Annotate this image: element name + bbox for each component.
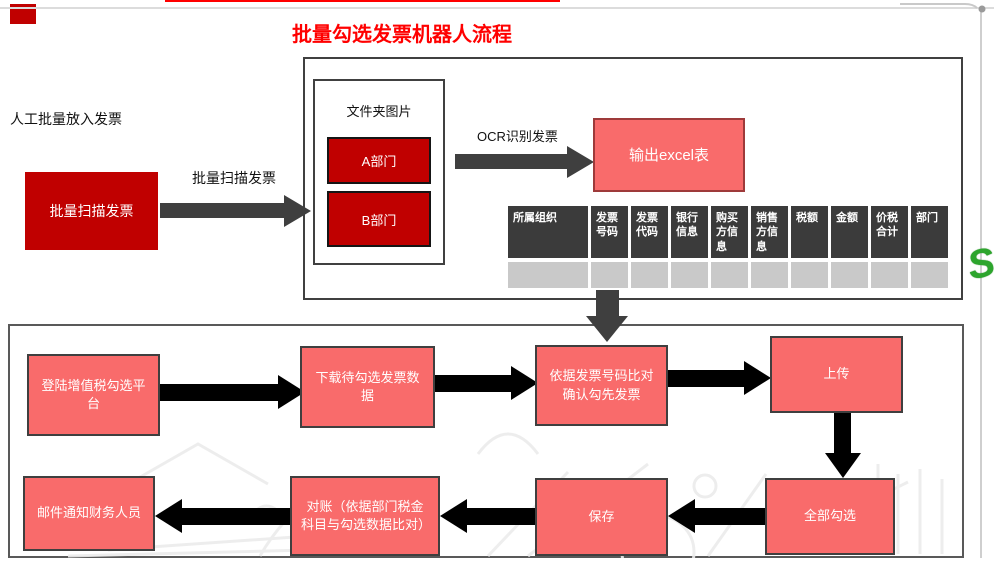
table-header-cell: 所属组织 bbox=[508, 206, 588, 258]
arrow-save-reconcile-shaft bbox=[466, 508, 535, 525]
scan-arrow-shaft bbox=[160, 203, 284, 218]
table-header-cell: 发票代码 bbox=[631, 206, 668, 258]
excel-output-box: 输出excel表 bbox=[593, 118, 745, 192]
flow-upload-box: 上传 bbox=[770, 336, 903, 413]
table-header-cell: 销售方信息 bbox=[751, 206, 788, 258]
arrow-compare-upload-shaft bbox=[668, 370, 744, 387]
table-header-cell: 金额 bbox=[831, 206, 868, 258]
table-header-cell: 税额 bbox=[791, 206, 828, 258]
section-down-arrow-shaft bbox=[596, 290, 619, 317]
ocr-arrow-head bbox=[567, 146, 594, 178]
top-left-red-chip bbox=[10, 4, 36, 24]
arrow-upload-selectall-head bbox=[825, 453, 861, 478]
table-header-cell: 价税合计 bbox=[871, 206, 908, 258]
table-empty-cell bbox=[508, 262, 588, 288]
flow-select-all-box: 全部勾选 bbox=[765, 478, 895, 555]
ocr-section-frame bbox=[303, 57, 963, 300]
page-title: 批量勾选发票机器人流程 bbox=[292, 24, 512, 46]
table-header-cell: 购买方信息 bbox=[711, 206, 748, 258]
workflow-section-frame bbox=[8, 324, 964, 558]
arrow-selectall-save-head bbox=[668, 499, 695, 533]
flow-login-box: 登陆增值税勾选平台 bbox=[27, 354, 160, 436]
folder-panel-title: 文件夹图片 bbox=[346, 104, 412, 119]
right-edge-line bbox=[980, 8, 982, 558]
top-gray-hairline bbox=[0, 7, 994, 9]
flow-save-box: 保存 bbox=[535, 478, 668, 556]
table-empty-cell bbox=[591, 262, 628, 288]
folder-panel bbox=[313, 79, 445, 265]
flow-email-box: 邮件通知财务人员 bbox=[23, 476, 155, 551]
table-empty-cell bbox=[791, 262, 828, 288]
table-empty-cell bbox=[711, 262, 748, 288]
arrow-download-compare-shaft bbox=[435, 375, 511, 392]
flow-compare-box: 依据发票号码比对确认勾先发票 bbox=[535, 345, 668, 426]
ocr-arrow-shaft bbox=[455, 154, 567, 169]
folder-b-box: B部门 bbox=[327, 191, 431, 247]
table-header-cell: 银行信息 bbox=[671, 206, 708, 258]
manual-input-label: 人工批量放入发票 bbox=[10, 111, 122, 127]
arrow-reconcile-email-shaft bbox=[181, 508, 290, 525]
table-empty-cell bbox=[911, 262, 948, 288]
flow-download-box: 下载待勾选发票数据 bbox=[300, 346, 435, 428]
table-empty-cell bbox=[871, 262, 908, 288]
ocr-arrow-label: OCR识别发票 bbox=[477, 129, 558, 144]
arrow-download-compare-head bbox=[511, 366, 538, 400]
scan-invoice-box: 批量扫描发票 bbox=[25, 172, 158, 250]
ocr-result-table: 所属组织发票号码发票代码银行信息购买方信息销售方信息税额金额价税合计部门 bbox=[508, 206, 951, 288]
arrow-reconcile-email-head bbox=[155, 499, 182, 533]
flow-reconcile-box: 对账（依据部门税金科目与勾选数据比对） bbox=[290, 476, 440, 556]
arrow-selectall-save-shaft bbox=[694, 508, 765, 525]
top-right-swoosh bbox=[900, 3, 986, 13]
section-down-arrow-head bbox=[586, 316, 628, 342]
ocr-table-header-row: 所属组织发票号码发票代码银行信息购买方信息销售方信息税额金额价税合计部门 bbox=[508, 206, 951, 258]
table-empty-cell bbox=[631, 262, 668, 288]
scan-arrow-label: 批量扫描发票 bbox=[192, 170, 276, 186]
table-empty-cell bbox=[671, 262, 708, 288]
folder-a-box: A部门 bbox=[327, 137, 431, 184]
table-empty-cell bbox=[831, 262, 868, 288]
table-header-cell: 部门 bbox=[911, 206, 948, 258]
arrow-upload-selectall-shaft bbox=[834, 413, 851, 454]
ocr-table-empty-row bbox=[508, 262, 951, 288]
arrow-login-download-shaft bbox=[160, 384, 278, 401]
arrow-compare-upload-head bbox=[744, 361, 771, 395]
table-empty-cell bbox=[751, 262, 788, 288]
spreadsheet-logo-icon: S bbox=[963, 239, 994, 289]
arrow-save-reconcile-head bbox=[440, 499, 467, 533]
top-red-line bbox=[165, 0, 560, 2]
table-header-cell: 发票号码 bbox=[591, 206, 628, 258]
scan-arrow-head bbox=[284, 195, 311, 227]
